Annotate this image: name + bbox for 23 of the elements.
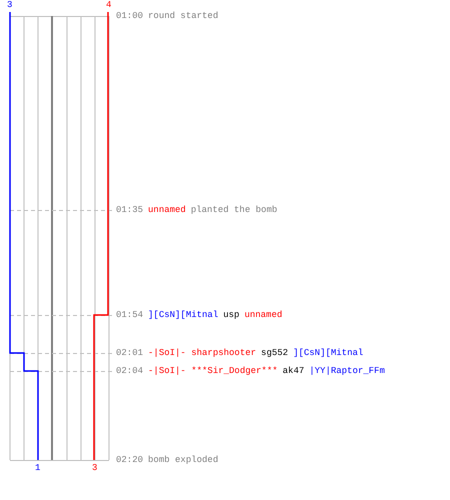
player-name: |YY|Raptor_FFm	[309, 366, 385, 376]
player-name: -|SoI|- ***Sir_Dodger***	[148, 366, 278, 376]
player-name: ][CsN][Mitnal	[148, 310, 218, 320]
time-label: 01:00	[116, 11, 144, 21]
time-label: 02:01	[116, 348, 144, 358]
player-name: unnamed	[244, 310, 282, 320]
count-label: 1	[35, 463, 40, 473]
event-text: round started	[148, 11, 218, 21]
count-label: 3	[92, 463, 98, 473]
player-name: -|SoI|- sharpshooter	[148, 348, 256, 358]
weapon-name: ak47	[282, 366, 304, 376]
player-name: unnamed	[148, 205, 186, 215]
player-name: ][CsN][Mitnal	[293, 348, 364, 358]
time-label: 01:35	[116, 205, 144, 215]
event-text: planted the bomb	[190, 205, 278, 215]
weapon-name: usp	[223, 310, 240, 320]
event-text: bomb exploded	[148, 455, 218, 465]
count-label: 3	[7, 0, 12, 10]
time-label: 01:54	[116, 310, 144, 320]
time-label: 02:04	[116, 366, 144, 376]
time-label: 02:20	[116, 455, 144, 465]
count-label: 4	[106, 0, 112, 10]
weapon-name: sg552	[261, 348, 288, 358]
